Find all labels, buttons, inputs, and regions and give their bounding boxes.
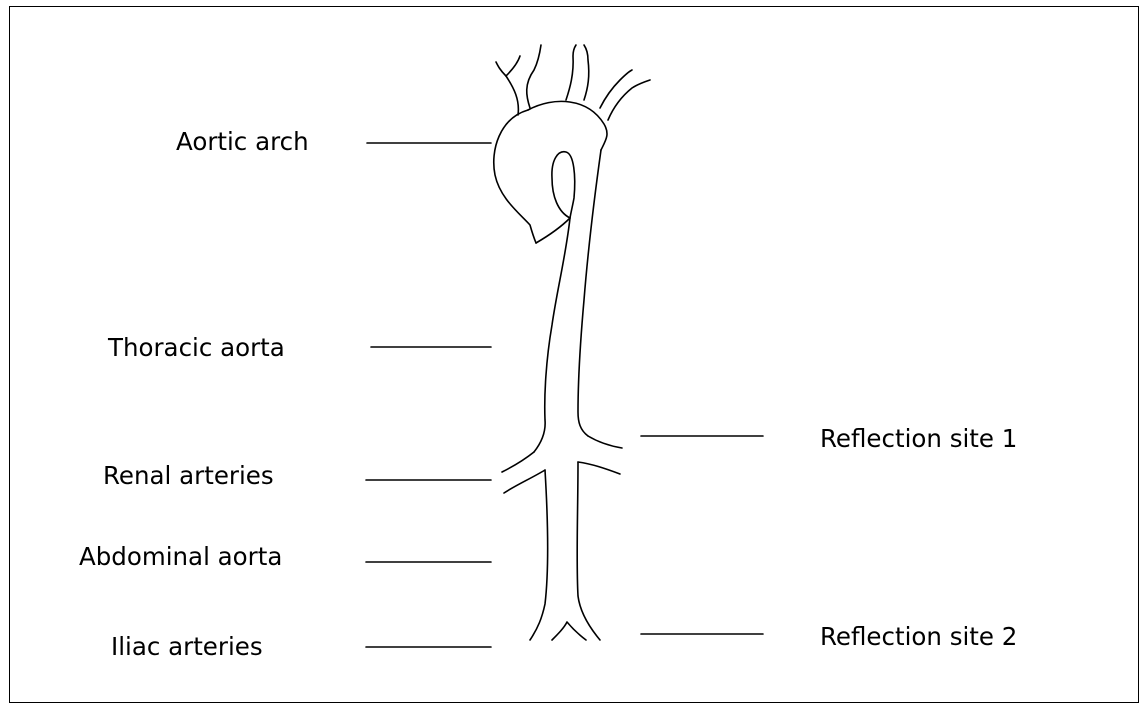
arch-branch-mid-left xyxy=(566,45,576,100)
renal-artery-left-lower xyxy=(504,470,545,493)
aortic-arch-outer-top xyxy=(528,101,607,150)
label-aortic-arch: Aortic arch xyxy=(176,130,309,155)
renal-artery-right-lower xyxy=(578,462,620,474)
aortic-arch-base xyxy=(536,218,570,243)
label-reflection-site-2: Reflection site 2 xyxy=(820,625,1017,650)
label-thoracic-aorta: Thoracic aorta xyxy=(108,336,285,361)
arch-branch-left-inner xyxy=(506,76,518,115)
aortic-arch-outer xyxy=(494,110,536,243)
label-iliac-arteries: Iliac arteries xyxy=(111,635,263,660)
aortic-arch-inner-loop xyxy=(552,152,575,218)
abdominal-aorta-left-wall xyxy=(530,470,548,640)
label-renal-arteries: Renal arteries xyxy=(103,464,274,489)
renal-artery-left-upper xyxy=(502,452,534,472)
label-abdominal-aorta: Abdominal aorta xyxy=(79,545,282,570)
iliac-bifurcation xyxy=(552,622,586,640)
arch-branch-left-outer xyxy=(527,45,541,108)
thoracic-aorta-left-wall xyxy=(534,218,570,452)
abdominal-aorta-right-wall xyxy=(577,462,600,640)
arch-branch-right-inner xyxy=(600,70,632,108)
arch-branch-mid-right xyxy=(584,45,589,100)
thoracic-aorta-right-wall xyxy=(578,150,601,436)
label-reflection-site-1: Reflection site 1 xyxy=(820,427,1017,452)
renal-artery-right-upper xyxy=(588,436,622,448)
arch-branch-left-fork xyxy=(496,62,506,76)
arch-branch-left-fork-b xyxy=(506,56,520,76)
